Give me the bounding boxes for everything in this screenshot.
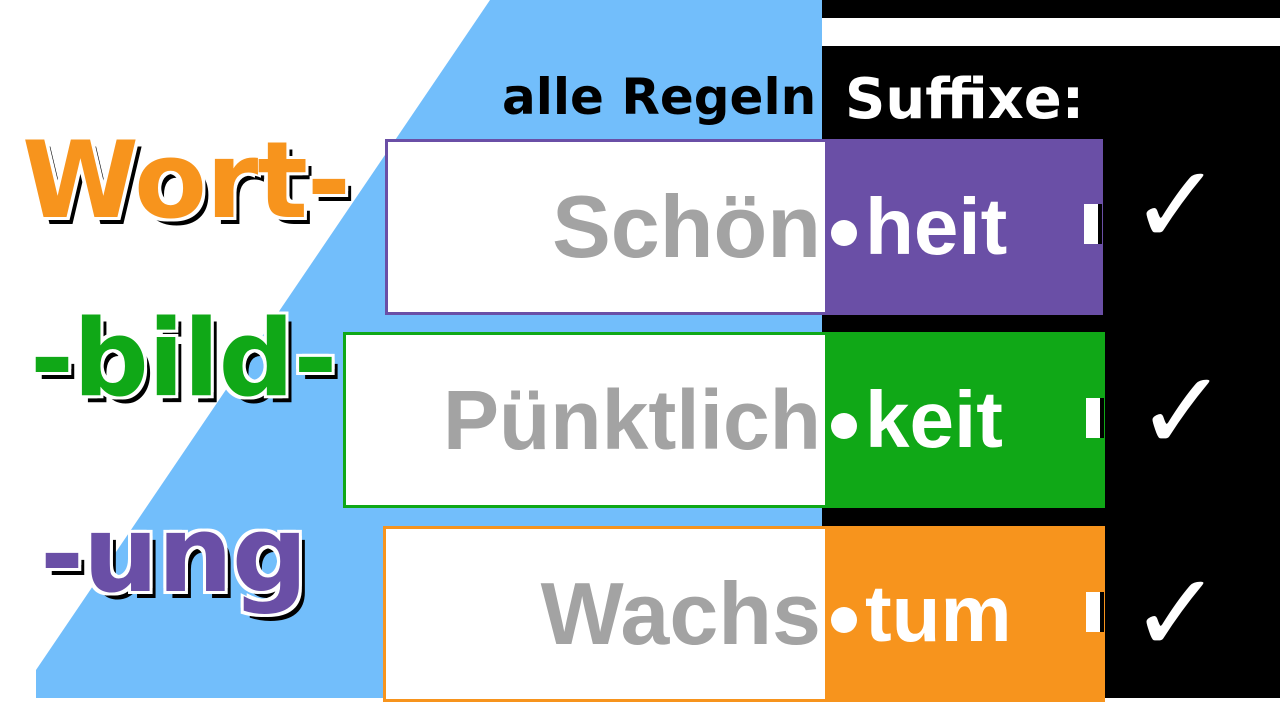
example-card-puenktlichkeit: Pünktlich keit bbox=[343, 332, 1105, 508]
checkmark-icon: ✓ bbox=[1130, 141, 1223, 269]
suffix-label: heit bbox=[865, 182, 1008, 271]
checkmark-icon: ✓ bbox=[1136, 347, 1229, 475]
top-white-strip bbox=[822, 18, 1280, 46]
heading-suffixes: Suffixe: bbox=[845, 67, 1085, 132]
suffix-label: keit bbox=[865, 375, 1003, 464]
title-word-ung: -ung bbox=[40, 493, 308, 616]
title-word-wort: Wort- bbox=[22, 119, 351, 242]
card-tab bbox=[1084, 204, 1102, 244]
heading-all-rules: alle Regeln bbox=[502, 68, 817, 126]
dot-icon bbox=[831, 413, 857, 439]
card-tab bbox=[1086, 592, 1104, 632]
title-word-bild: -bild- bbox=[30, 297, 337, 420]
card-tab bbox=[1086, 398, 1104, 438]
word-suffix: heit bbox=[825, 142, 1100, 312]
example-card-wachstum: Wachs tum bbox=[383, 526, 1105, 702]
bottom-white-strip bbox=[0, 698, 1280, 720]
example-card-schoenheit: Schön heit bbox=[385, 139, 1103, 315]
suffix-label: tum bbox=[865, 569, 1012, 658]
word-stem: Pünktlich bbox=[442, 372, 821, 467]
dot-icon bbox=[831, 607, 857, 633]
word-stem: Schön bbox=[552, 177, 821, 276]
word-suffix: keit bbox=[825, 335, 1102, 505]
checkmark-icon: ✓ bbox=[1130, 549, 1223, 677]
word-stem: Wachs bbox=[540, 564, 821, 663]
word-suffix: tum bbox=[825, 529, 1102, 699]
dot-icon bbox=[831, 220, 857, 246]
